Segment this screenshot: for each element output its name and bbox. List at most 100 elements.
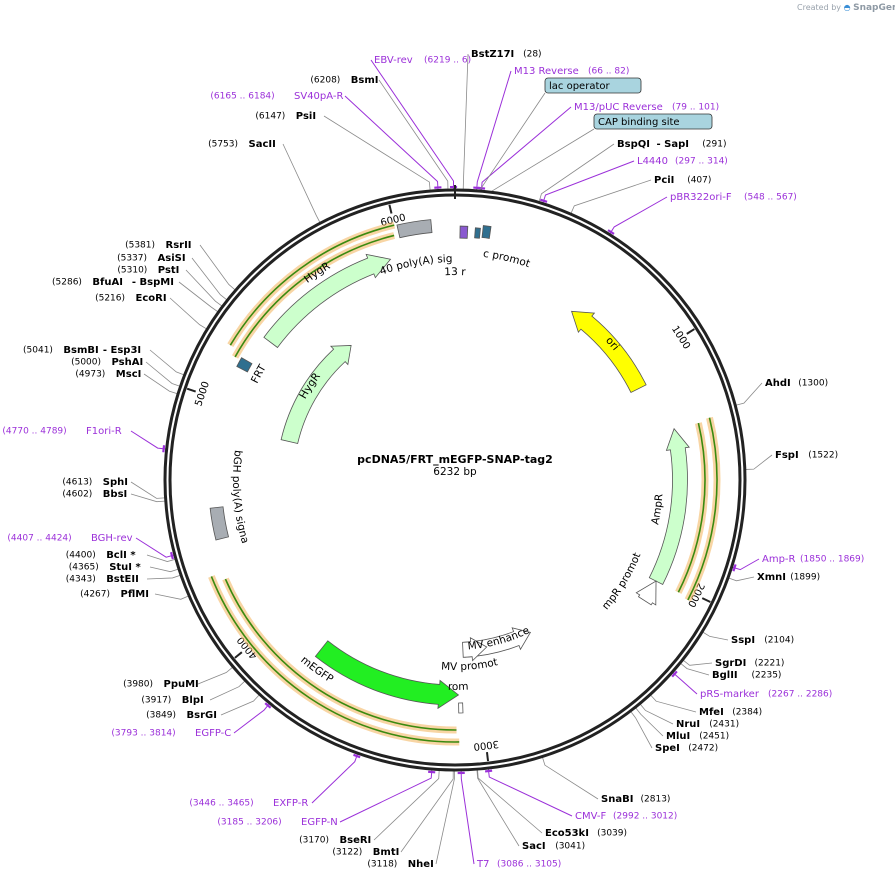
site-position: (3118)	[367, 860, 397, 870]
primer-f1ori-r[interactable]: (4770 .. 4789)F1ori-R	[2, 426, 121, 437]
site-spei[interactable]: SpeI(2472)	[655, 743, 718, 754]
credit-brand: SnapGene	[853, 3, 895, 13]
primer-prs-marker[interactable]: pRS-marker(2267 .. 2286)	[700, 689, 832, 700]
hygr-feature-2	[280, 345, 352, 444]
site-saci[interactable]: SacI(3041)	[522, 841, 585, 852]
bgh-polya-feature	[209, 506, 230, 541]
plasmid-length: 6232 bp	[433, 466, 477, 478]
site-bspqi[interactable]: BspQI- SapI(291)	[617, 139, 727, 150]
site-position: (3849)	[146, 711, 176, 721]
primer-egfp-n[interactable]: (3185 .. 3206)EGFP-N	[217, 817, 337, 828]
site-bsmbi[interactable]: (5041)BsmBI- Esp3I	[23, 345, 141, 356]
primer-position: (3086 .. 3105)	[497, 860, 561, 870]
site-bglii[interactable]: BglII(2235)	[712, 670, 781, 681]
primer-exfp-r[interactable]: (3446 .. 3465)EXFP-R	[189, 798, 308, 809]
site-asisi[interactable]: (5337)AsiSI	[117, 253, 185, 264]
site-pflmi[interactable]: (4267)PflMI	[80, 589, 149, 600]
site-bfuai[interactable]: (5286)BfuAI- BspMI	[52, 277, 174, 288]
site-sspi[interactable]: SspI(2104)	[731, 635, 794, 646]
primer-m13-puc-reverse[interactable]: M13/pUC Reverse(79 .. 101)	[574, 102, 719, 113]
leader-line	[491, 128, 595, 192]
site-position: (4343)	[66, 575, 96, 585]
site-position: (2451)	[699, 732, 729, 742]
site-bsmi[interactable]: (6208)BsmI	[310, 75, 378, 86]
site-name: BsmBI	[63, 345, 98, 356]
site-psii[interactable]: (6147)PsiI	[255, 111, 316, 122]
leader-line	[130, 430, 166, 450]
primer-cmv-f[interactable]: CMV-F (2992 .. 3012)	[575, 811, 677, 822]
site-position: (3170)	[299, 836, 329, 846]
primer-pbr322ori-f[interactable]: pBR322ori-F(548 .. 567)	[670, 192, 797, 203]
leader-line	[130, 493, 165, 503]
site-psti[interactable]: (5310) PstI	[117, 265, 179, 276]
ampr-promoter-feature	[635, 580, 657, 606]
leader-line	[378, 79, 449, 190]
site-ecori[interactable]: (5216)EcoRI	[95, 293, 166, 304]
primer-name: EXFP-R	[273, 798, 308, 809]
primer-t7[interactable]: T7(3086 .. 3105)	[476, 859, 561, 870]
leader-line	[344, 95, 439, 190]
primer-amp-r[interactable]: Amp-R(1850 .. 1869)	[762, 554, 864, 565]
tick-mark	[485, 752, 490, 762]
primer-m13-reverse[interactable]: M13 Reverse(66 .. 82)	[514, 66, 629, 77]
site-sacii[interactable]: (5753)SacII	[208, 139, 276, 150]
site-name: StuI *	[109, 562, 141, 573]
lac-operator-feature	[474, 227, 481, 239]
site-rsrii[interactable]: (5381)RsrII	[125, 240, 191, 251]
primer-ebv-rev[interactable]: EBV-rev(6219 .. 6)	[374, 55, 471, 66]
leader-line	[538, 143, 615, 202]
site-nrui[interactable]: NruI(2431)	[676, 719, 739, 730]
site-ppumi[interactable]: (3980)PpuMI	[123, 679, 199, 690]
site-snabi[interactable]: SnaBI(2813)	[601, 794, 670, 805]
primer-l4440[interactable]: L4440(297 .. 314)	[637, 156, 728, 167]
site-bseri[interactable]: (3170)BseRI	[299, 835, 371, 846]
site-stui[interactable]: (4365)StuI *	[69, 562, 142, 573]
leader-line	[154, 593, 189, 600]
site-position: (3917)	[141, 696, 171, 706]
boxed-lac-operator[interactable]: lac operator	[544, 77, 642, 94]
site-position: (5286)	[52, 278, 82, 288]
site-fspi[interactable]: FspI(1522)	[775, 450, 838, 461]
site-msci[interactable]: (4973)MscI	[75, 369, 141, 380]
site-position: (1899)	[790, 573, 820, 583]
site-xmni[interactable]: XmnI(1899)	[757, 572, 820, 583]
site-bcli[interactable]: (4400)BclI *	[66, 550, 137, 561]
primer-position: (4770 .. 4789)	[2, 427, 66, 437]
leader-line	[736, 382, 763, 406]
site-name: SspI	[731, 635, 755, 646]
site-ahdi[interactable]: AhdI(1300)	[765, 378, 828, 389]
primer-name: CMV-F	[575, 811, 606, 822]
site-nhei[interactable]: (3118)NheI	[367, 859, 433, 870]
primer-bgh-rev[interactable]: (4407 .. 4424)BGH-rev	[7, 533, 132, 544]
site-name: MscI	[116, 369, 142, 380]
primer-position: (2992 .. 3012)	[613, 812, 677, 822]
site-sphi[interactable]: (4613)SphI	[62, 477, 128, 488]
site-mlui[interactable]: MluI(2451)	[666, 731, 729, 742]
snapgene-credit: Created by ◓ SnapGene	[797, 3, 895, 13]
site-blpi[interactable]: (3917)BlpI	[141, 695, 203, 706]
site-sgrdi[interactable]: SgrDI(2221)	[715, 658, 784, 669]
primer-mark	[162, 445, 166, 453]
site-bsrgi[interactable]: (3849)BsrGI	[146, 710, 217, 721]
primer-position: (297 .. 314)	[675, 157, 728, 167]
primer-position: (6165 .. 6184)	[210, 92, 274, 102]
primer-mark	[169, 551, 174, 560]
primer-egfp-c[interactable]: (3793 .. 3814)EGFP-C	[111, 728, 231, 739]
primer-sv40pa-r[interactable]: (6165 .. 6184)SV40pA-R	[210, 91, 343, 102]
site-position: (5310)	[117, 266, 147, 276]
leader-line	[373, 770, 440, 841]
site-bsteii[interactable]: (4343)BstEII	[66, 574, 139, 585]
leader-line	[480, 106, 572, 191]
site-bmti[interactable]: (3122)BmtI	[332, 847, 399, 858]
site-bbsi[interactable]: (4602)BbsI	[62, 489, 127, 500]
labels-layer: BstZ17I(28) (6208)BsmI (6147)PsiI (5753)Sac…	[2, 49, 864, 870]
site-eco53ki[interactable]: Eco53kI(3039)	[545, 828, 627, 839]
site-pcii[interactable]: PciI(407)	[654, 175, 711, 186]
site-name: PstI	[158, 265, 180, 276]
leader-line	[191, 257, 227, 300]
boxed-cap-binding-site[interactable]: CAP binding site	[593, 113, 713, 130]
site-mfei[interactable]: MfeI(2384)	[699, 707, 762, 718]
ori-feature	[571, 310, 647, 393]
site-pshai[interactable]: (5000)PshAI	[71, 357, 143, 368]
site-bstz17i[interactable]: BstZ17I(28)	[471, 49, 542, 60]
